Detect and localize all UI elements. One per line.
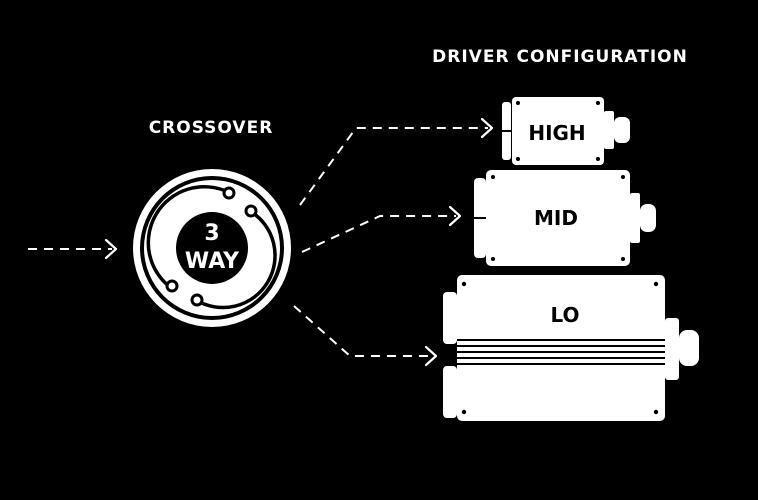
circuit-trace-icon — [146, 184, 277, 310]
arrow-to-high — [299, 117, 494, 206]
high-driver-label: HIGH — [528, 121, 585, 145]
arrow-to-lo — [293, 305, 438, 367]
driver-configuration-heading: DRIVER CONFIGURATION — [432, 47, 688, 67]
mid-driver-label: MID — [534, 206, 578, 230]
crossover-heading: CROSSOVER — [149, 118, 274, 138]
crossover-dial: 3 WAY — [133, 169, 291, 327]
mid-driver: MID — [474, 170, 656, 266]
lo-driver: LO — [443, 275, 699, 421]
lo-driver-label: LO — [550, 303, 579, 327]
crossover-way-label: WAY — [185, 249, 240, 274]
high-driver: HIGH — [502, 97, 630, 165]
input-arrow — [28, 238, 118, 260]
arrow-to-mid — [301, 205, 462, 253]
crossover-way-number: 3 — [204, 221, 219, 246]
